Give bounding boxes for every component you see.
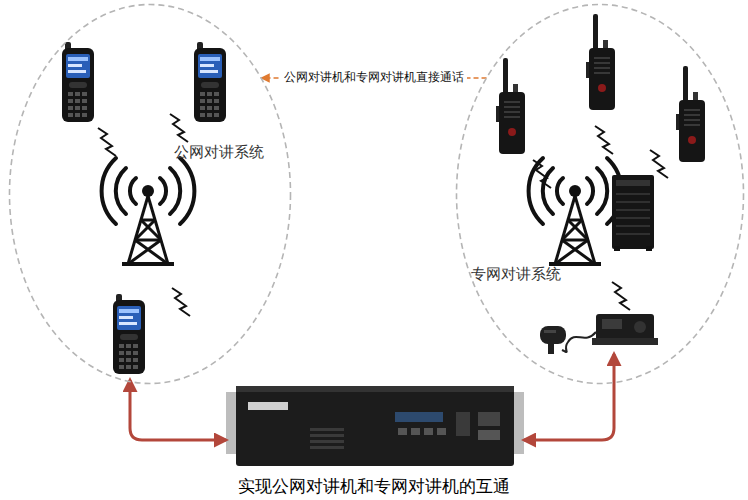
radio-link — [650, 150, 668, 178]
private-walkie — [676, 66, 705, 162]
private-tower — [529, 158, 622, 264]
mobile-radio — [540, 314, 658, 354]
repeater-rack — [612, 175, 654, 251]
radio-link — [98, 128, 116, 156]
gateway-device — [226, 386, 524, 466]
system-region: 专网对讲系统 — [455, 3, 745, 385]
private-walkie — [586, 14, 615, 110]
link-arrow — [130, 380, 226, 440]
link-arrow — [524, 354, 614, 440]
region-outline — [8, 3, 292, 385]
radio-link — [533, 160, 551, 188]
public-handset — [113, 294, 145, 374]
edge-label: 公网对讲机和专网对讲机直接通话 — [281, 70, 467, 86]
radio-link — [612, 282, 630, 310]
public-handset — [194, 42, 226, 122]
system-region: 公网对讲系统 — [8, 3, 292, 385]
radio-link — [170, 114, 188, 142]
public-handset — [62, 42, 94, 122]
public-tower — [102, 158, 195, 264]
figure-caption: 实现公网对讲机和专网对讲机的互通 — [0, 476, 748, 496]
private-walkie — [496, 58, 525, 154]
region-title: 公网对讲系统 — [174, 143, 264, 161]
radio-link — [595, 126, 613, 154]
region-title: 专网对讲系统 — [471, 265, 561, 283]
radio-link — [172, 288, 190, 316]
region-outline — [455, 3, 745, 385]
